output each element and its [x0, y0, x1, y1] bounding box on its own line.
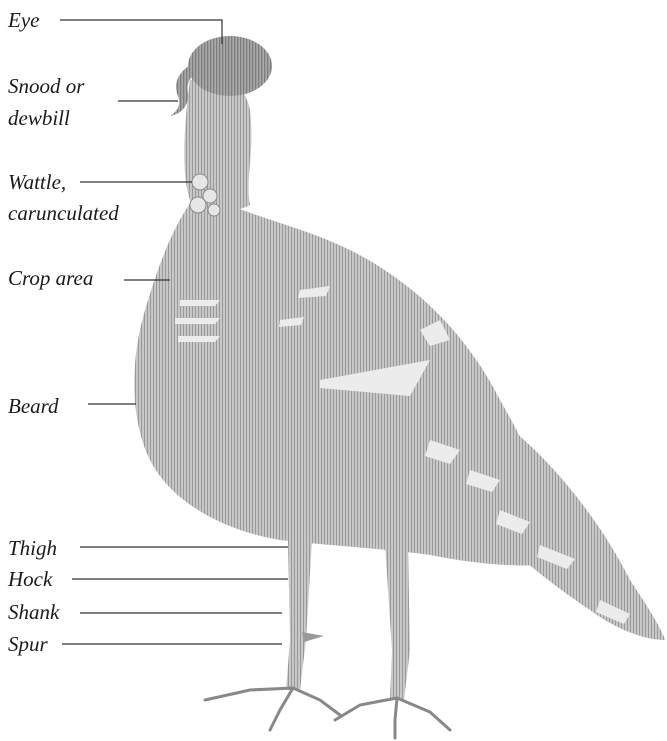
label-wattle-line1: Wattle, — [8, 170, 66, 194]
label-thigh: Thigh — [8, 536, 57, 560]
label-shank: Shank — [8, 600, 59, 624]
turkey-head — [188, 36, 272, 96]
label-snood-line1: Snood or — [8, 74, 84, 98]
label-crop-area: Crop area — [8, 266, 93, 290]
label-spur: Spur — [8, 632, 48, 656]
turkey-neck — [184, 76, 251, 212]
turkey-leg-front — [286, 540, 312, 690]
turkey-spur — [302, 632, 324, 642]
label-eye: Eye — [8, 8, 39, 32]
eye-leader — [60, 20, 222, 44]
label-hock: Hock — [8, 567, 52, 591]
label-snood-line2: dewbill — [8, 106, 70, 130]
label-wattle-line2: caruncu­lated — [8, 201, 119, 225]
turkey-leg-back — [385, 545, 410, 700]
turkey-feet — [205, 688, 450, 738]
label-beard: Beard — [8, 394, 59, 418]
